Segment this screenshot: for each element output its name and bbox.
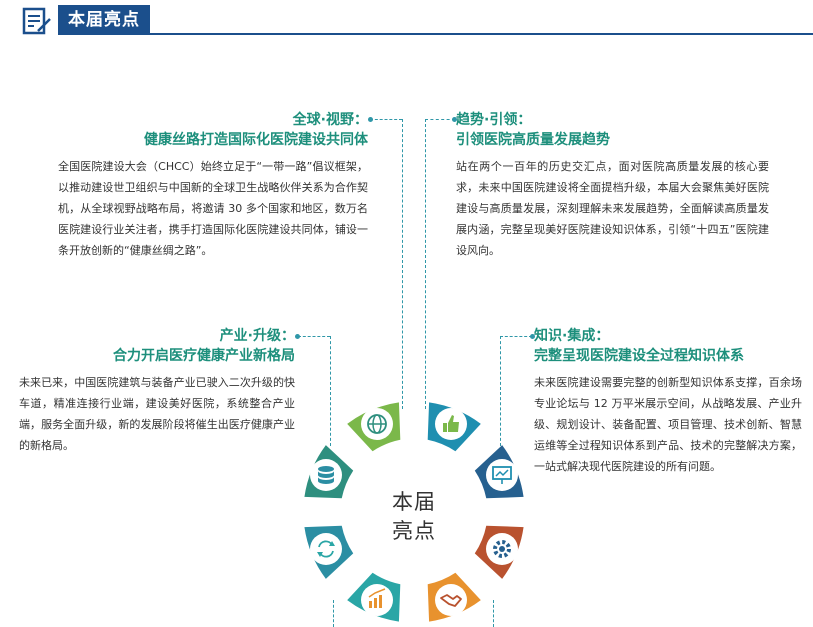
page-title: 本届亮点: [58, 5, 150, 35]
center-label-line1: 本届: [392, 490, 436, 514]
document-edit-icon: [22, 7, 51, 35]
connector-dot: [295, 334, 300, 339]
connector-trend-h: [425, 119, 455, 120]
section-industry-subtitle: 合力开启医疗健康产业新格局: [113, 348, 295, 364]
section-trend-subtitle: 引领医院高质量发展趋势: [456, 132, 610, 148]
connector-global-v: [402, 119, 403, 409]
connector-knowledge-h: [500, 336, 532, 337]
center-label-line2: 亮点: [392, 519, 436, 543]
section-industry-title: 产业·升级：: [219, 328, 295, 344]
section-trend-body: 站在两个一百年的历史交汇点，面对医院高质量发展的核心要求，未来中国医院建设将全面…: [456, 160, 769, 257]
section-knowledge: 知识·集成： 完整呈现医院建设全过程知识体系 未来医院建设需要完整的创新型知识体…: [534, 327, 802, 477]
gear-icon: [486, 533, 518, 565]
connector-industry-v: [330, 336, 331, 446]
section-global: 全球·视野： 健康丝路打造国际化医院建设共同体 全国医院建设大会（CHCC）始终…: [58, 111, 368, 261]
section-trend-title: 趋势·引领：: [456, 112, 532, 128]
section-global-body: 全国医院建设大会（CHCC）始终立足于“一带一路”倡议框架，以推动建设世卫组织与…: [58, 160, 368, 257]
connector-dot: [368, 117, 373, 122]
connector-global-h: [370, 119, 402, 120]
connector-bottom-left: [333, 600, 334, 627]
center-label: 本届 亮点: [382, 488, 446, 546]
connector-dot: [530, 334, 535, 339]
section-knowledge-subtitle: 完整呈现医院建设全过程知识体系: [534, 348, 744, 364]
section-global-title: 全球·视野：: [292, 112, 368, 128]
header-divider: [58, 33, 813, 35]
section-industry: 产业·升级： 合力开启医疗健康产业新格局 未来已来，中国医院建筑与装备产业已驶入…: [19, 327, 295, 456]
database-icon: [310, 459, 342, 491]
connector-industry-h: [298, 336, 330, 337]
connector-knowledge-v: [500, 336, 501, 446]
presentation-icon: [486, 459, 518, 491]
connector-trend-v: [425, 119, 426, 409]
globe-icon: [361, 408, 393, 440]
refresh-icon: [310, 533, 342, 565]
section-header: 本届亮点: [0, 0, 813, 40]
connector-dot: [452, 117, 457, 122]
section-global-subtitle: 健康丝路打造国际化医院建设共同体: [144, 132, 368, 148]
section-knowledge-title: 知识·集成：: [534, 328, 610, 344]
section-trend: 趋势·引领： 引领医院高质量发展趋势 站在两个一百年的历史交汇点，面对医院高质量…: [456, 111, 769, 261]
handshake-icon: [435, 584, 467, 616]
bar-chart-icon: [361, 584, 393, 616]
connector-bottom-right: [493, 600, 494, 627]
section-knowledge-body: 未来医院建设需要完整的创新型知识体系支撑，百余场专业论坛与 12 万平米展示空间…: [534, 376, 802, 473]
section-industry-body: 未来已来，中国医院建筑与装备产业已驶入二次升级的快车道，精准连接行业端，建设美好…: [19, 376, 295, 452]
thumbs-up-icon: [435, 408, 467, 440]
